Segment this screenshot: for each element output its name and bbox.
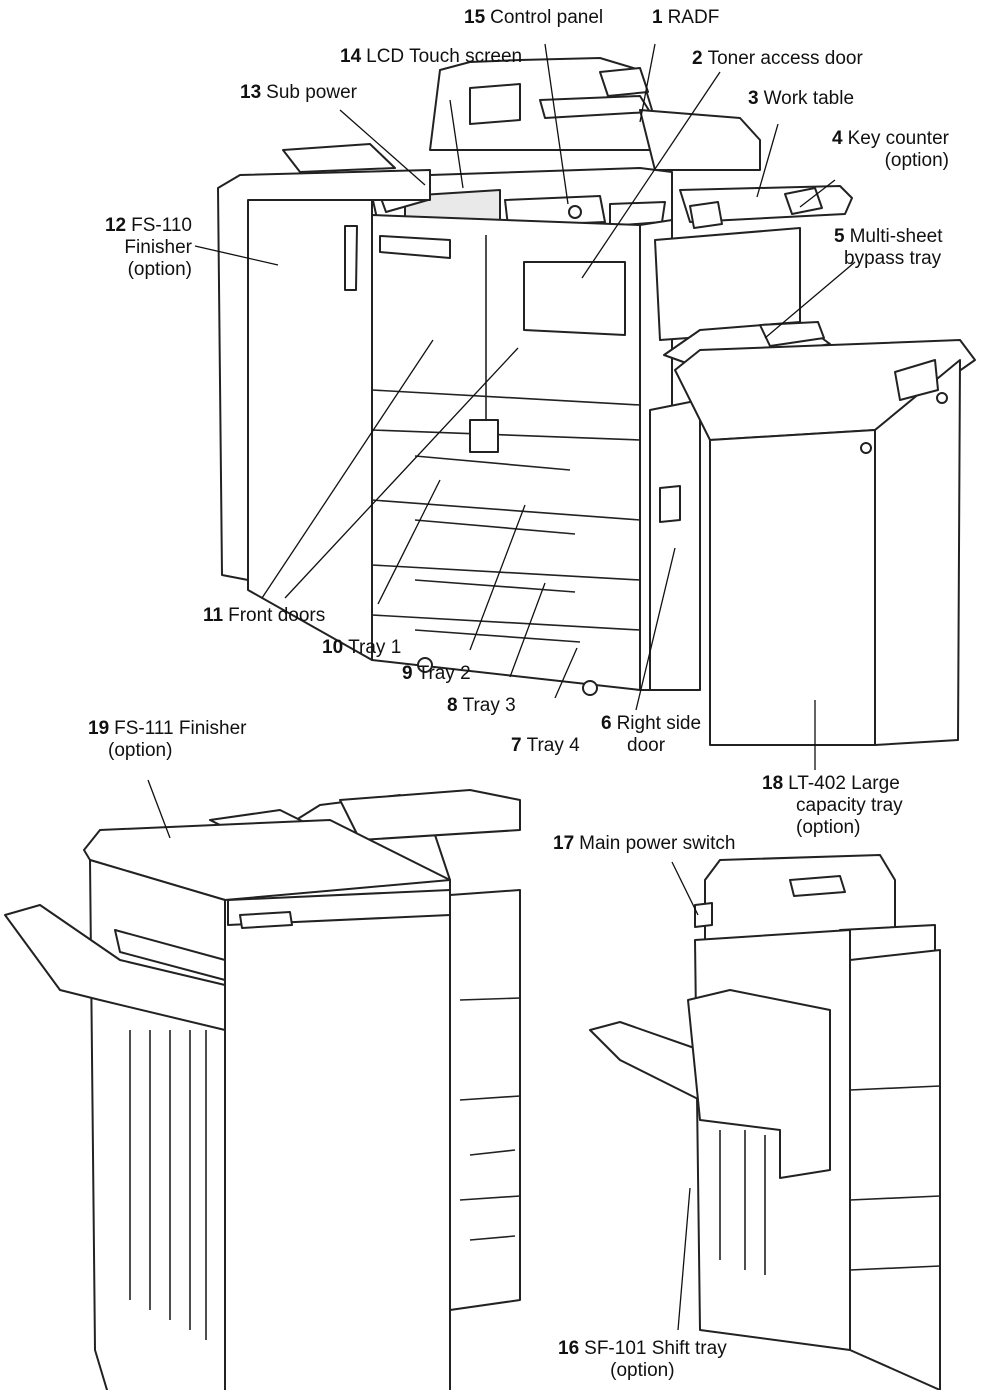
main-copier-illustration (217, 57, 976, 746)
leader-lines (147, 43, 856, 1331)
fs-111-finisher-illustration (4, 789, 521, 1390)
sf-101-shift-tray-illustration (589, 854, 941, 1390)
